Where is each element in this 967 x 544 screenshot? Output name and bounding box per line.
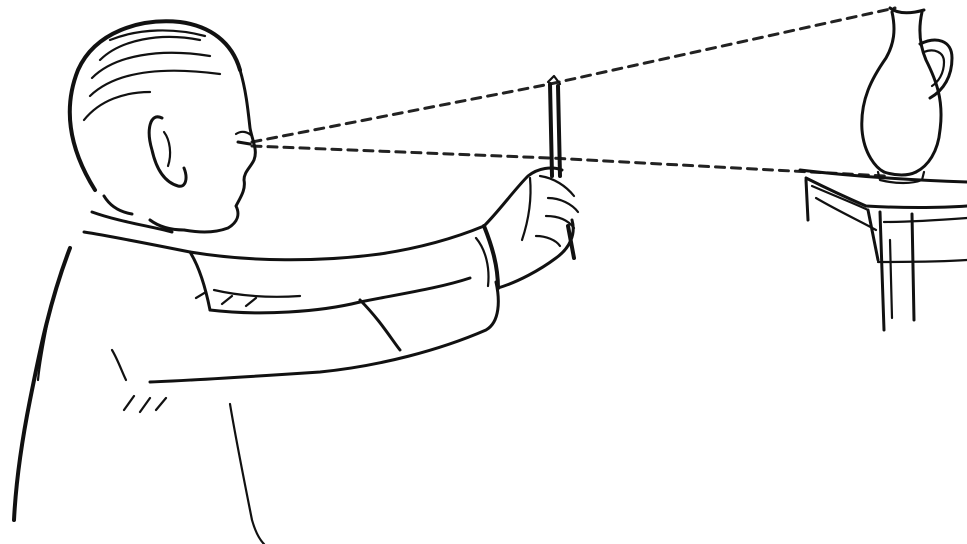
- vase-handle: [920, 40, 952, 98]
- sight-line-top: [252, 8, 895, 142]
- vase: [862, 8, 952, 183]
- ear: [149, 117, 186, 186]
- sight-line-bottom: [252, 146, 885, 176]
- sighting-pencil: [548, 76, 574, 258]
- head: [70, 21, 256, 232]
- eye: [238, 142, 250, 144]
- sight-lines: [252, 8, 895, 176]
- person: [14, 21, 578, 544]
- table: [800, 170, 967, 330]
- arm: [150, 226, 498, 382]
